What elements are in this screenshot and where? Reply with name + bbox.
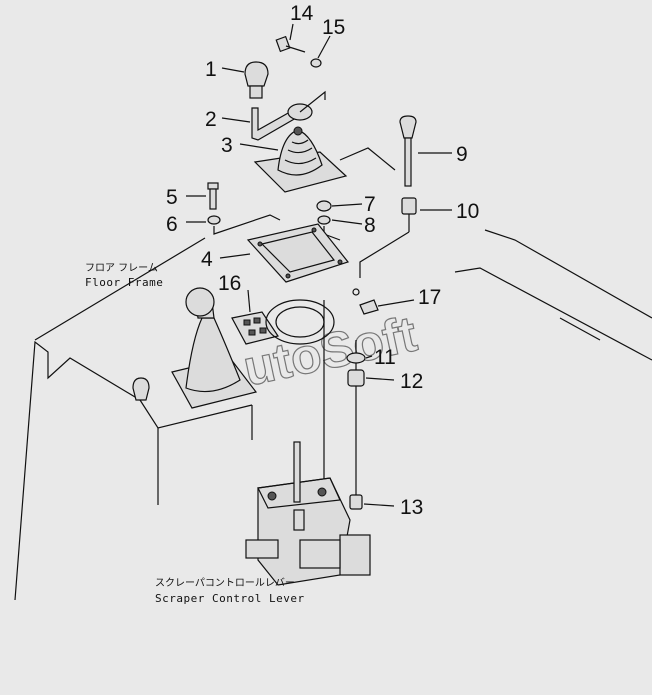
part-12-nut [347, 369, 365, 387]
callout-8: 8 [364, 214, 376, 237]
callout-3: 3 [221, 134, 233, 157]
callout-9: 9 [456, 143, 468, 166]
part-1-knob [244, 61, 269, 99]
part-6-washer [207, 215, 221, 225]
part-5-screw [207, 182, 219, 210]
part-2-lever-arm [251, 90, 326, 141]
part-3-boot [253, 126, 348, 193]
part-10-nut [359, 197, 417, 278]
leader-6 [213, 214, 281, 235]
callout-11: 11 [374, 346, 396, 369]
control-valve-body [245, 300, 371, 586]
callout-14: 14 [290, 2, 314, 25]
scraper-lever-label-jp: スクレーパコントロールレバー [155, 577, 295, 589]
callout-17: 17 [418, 286, 441, 309]
callout-1: 1 [205, 58, 217, 81]
part-4-plate [246, 223, 350, 283]
floor-frame-label-en: Floor Frame [85, 276, 163, 289]
callout-13: 13 [400, 496, 423, 519]
callout-2: 2 [205, 108, 217, 131]
pin [352, 288, 360, 296]
callout-leaders [186, 23, 452, 507]
callout-12: 12 [400, 370, 423, 393]
part-17-clip [359, 299, 379, 315]
callout-7: 7 [364, 193, 376, 216]
callout-10: 10 [456, 200, 479, 223]
part-14-bolt [275, 35, 306, 53]
callout-5: 5 [166, 186, 178, 209]
callout-4: 4 [201, 248, 213, 271]
part-9-long-bolt [399, 115, 417, 187]
part-8-washer [317, 215, 331, 225]
floor-frame-label-jp: フロア フレーム [85, 262, 158, 274]
scraper-lever-label-en: Scraper Control Lever [155, 592, 305, 605]
floor-frame-outline [14, 147, 652, 601]
callout-16: 16 [218, 272, 241, 295]
callout-6: 6 [166, 213, 178, 236]
callout-numbers: 1 2 3 4 5 6 7 8 9 10 11 12 13 14 15 16 1… [166, 2, 479, 519]
part-11-washer [346, 352, 366, 364]
assembled-lever [132, 287, 258, 409]
part-13-nut [349, 494, 363, 510]
part-7-nut [316, 200, 332, 212]
callout-15: 15 [322, 16, 345, 39]
part-15-washer [310, 58, 322, 68]
